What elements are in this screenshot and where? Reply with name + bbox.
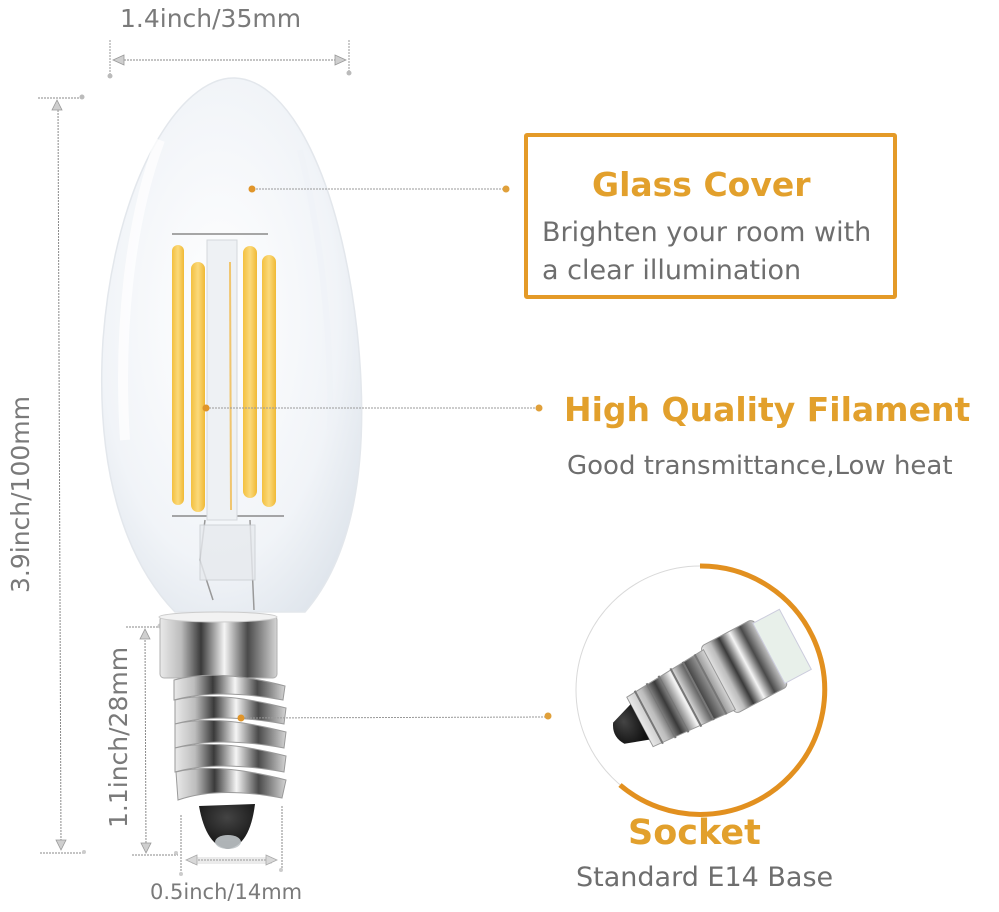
glass-cover-box: Glass Cover Brighten your room with a cl…: [524, 133, 897, 299]
glass-cover-description-line2: a clear illumination: [542, 255, 802, 286]
socket-closeup: [575, 563, 828, 817]
callout-socket: [237, 712, 552, 722]
filament-description: Good transmittance,Low heat: [567, 451, 953, 481]
base-width-dimension-line: [179, 806, 283, 876]
glass-cover-title: Glass Cover: [592, 165, 811, 204]
filament-title: High Quality Filament: [564, 390, 971, 429]
socket-description: Standard E14 Base: [576, 862, 834, 893]
callout-glass-cover: [248, 185, 510, 193]
width-dimension-label: 1.4inch/35mm: [120, 4, 302, 33]
glass-cover-description-line1: Brighten your room with: [542, 217, 872, 248]
callout-filament: [202, 404, 543, 412]
height-dimension-label: 3.9inch/100mm: [6, 396, 35, 593]
width-dimension-line: [107, 40, 352, 79]
base-width-dimension-label: 0.5inch/14mm: [150, 880, 303, 904]
socket-title: Socket: [628, 813, 761, 853]
filament-assembly: [172, 233, 284, 611]
screw-threads: [173, 674, 287, 801]
height-dimension-line: [38, 94, 86, 854]
base-height-dimension-label: 1.1inch/28mm: [104, 646, 133, 828]
bulb-base-metal: [158, 611, 287, 849]
base-height-dimension-line: [126, 623, 178, 856]
